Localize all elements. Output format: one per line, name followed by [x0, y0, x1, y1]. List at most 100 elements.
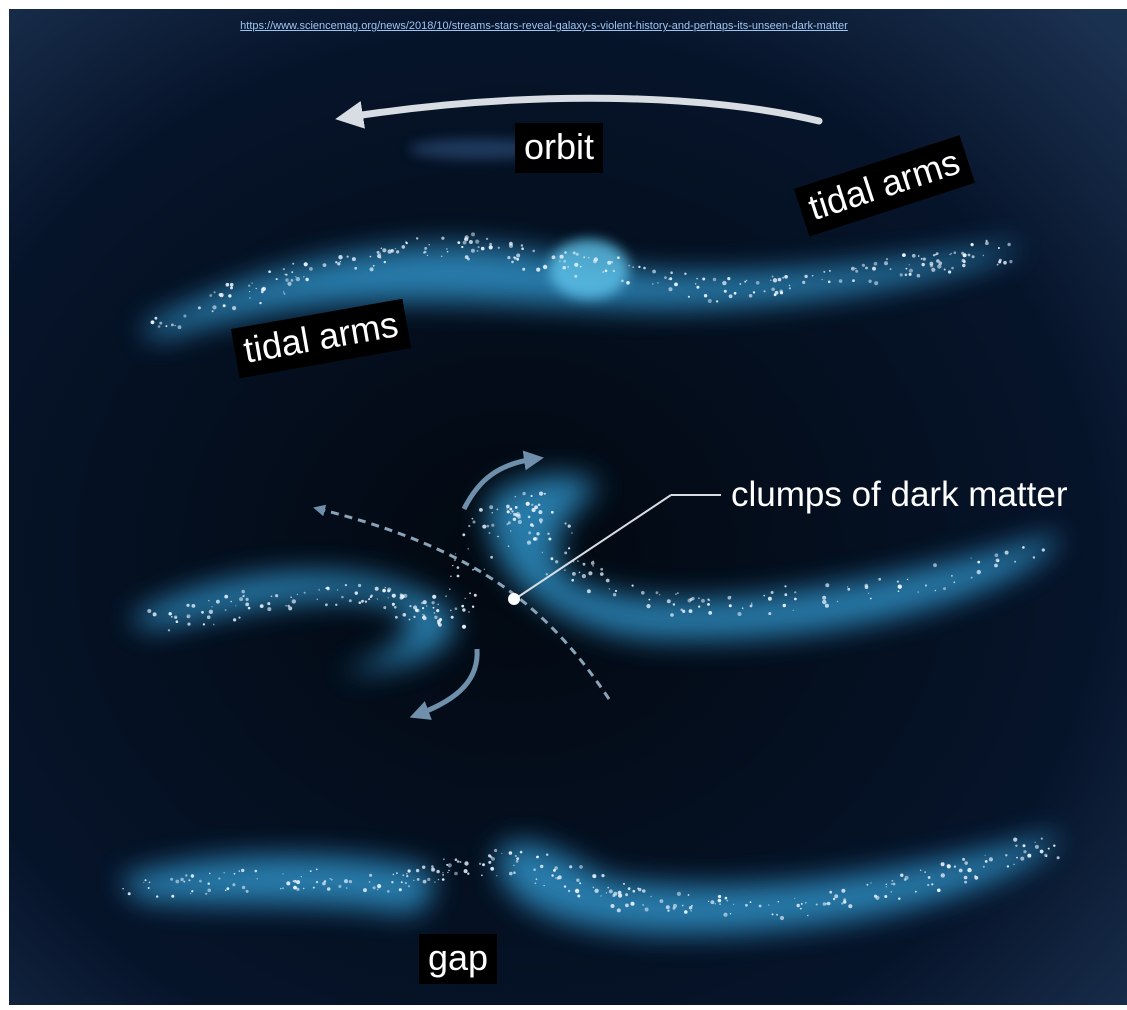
- star: [376, 888, 379, 891]
- star: [407, 885, 410, 888]
- star: [642, 889, 646, 893]
- star: [395, 615, 398, 619]
- star: [572, 251, 576, 255]
- star: [152, 612, 157, 617]
- star: [506, 523, 509, 526]
- star: [794, 897, 796, 900]
- star: [467, 548, 469, 550]
- star: [632, 889, 636, 893]
- star: [351, 257, 356, 262]
- star: [677, 592, 679, 594]
- star: [1013, 837, 1018, 842]
- star: [457, 241, 461, 245]
- star: [885, 258, 889, 261]
- source-link[interactable]: https://www.sciencemag.org/news/2018/10/…: [240, 20, 848, 32]
- star: [245, 889, 249, 893]
- star: [539, 491, 544, 496]
- star: [170, 877, 174, 881]
- star: [396, 872, 398, 874]
- star: [369, 267, 374, 272]
- star: [621, 279, 624, 283]
- star: [512, 517, 517, 521]
- star: [472, 568, 474, 571]
- star: [962, 857, 966, 861]
- star: [489, 242, 492, 246]
- star: [147, 887, 150, 889]
- star: [664, 276, 667, 279]
- star: [377, 884, 382, 889]
- star: [208, 872, 211, 875]
- star: [588, 257, 590, 259]
- star: [784, 593, 788, 597]
- star: [937, 264, 942, 269]
- star: [701, 598, 705, 603]
- star: [346, 887, 348, 889]
- star: [763, 594, 765, 597]
- dark-matter-clump: [508, 593, 520, 605]
- star: [534, 882, 537, 885]
- star: [286, 881, 291, 886]
- star: [456, 566, 460, 569]
- star: [481, 874, 483, 877]
- star: [467, 872, 470, 875]
- star: [450, 615, 454, 619]
- star: [904, 273, 908, 277]
- dark-matter-pointer: [508, 494, 721, 605]
- star: [531, 503, 534, 506]
- star: [890, 891, 893, 893]
- star: [650, 895, 652, 898]
- star: [449, 609, 452, 612]
- star: [659, 899, 664, 903]
- star: [282, 887, 284, 890]
- star: [424, 246, 428, 250]
- star: [970, 557, 972, 559]
- star: [486, 524, 490, 528]
- star: [235, 605, 237, 607]
- star: [804, 274, 808, 279]
- star: [520, 244, 524, 247]
- star: [897, 590, 900, 592]
- star: [579, 882, 582, 885]
- star: [521, 247, 524, 250]
- star: [848, 904, 853, 909]
- star: [514, 496, 516, 498]
- star: [479, 508, 483, 512]
- star: [689, 597, 693, 602]
- star: [150, 320, 155, 325]
- star: [643, 266, 646, 270]
- star: [1023, 850, 1027, 854]
- star: [443, 858, 445, 861]
- star: [861, 263, 866, 267]
- star: [825, 583, 830, 588]
- star: [329, 877, 332, 880]
- star: [963, 875, 968, 880]
- star: [688, 906, 693, 910]
- star: [538, 518, 543, 523]
- star: [891, 880, 894, 882]
- star: [638, 265, 641, 269]
- star: [501, 852, 503, 855]
- star: [884, 895, 888, 898]
- star: [811, 274, 814, 277]
- star: [148, 881, 151, 884]
- star: [285, 278, 289, 282]
- star: [506, 510, 510, 514]
- star: [440, 255, 443, 258]
- star: [873, 894, 878, 898]
- star: [719, 903, 721, 905]
- star: [413, 879, 415, 881]
- star: [315, 880, 319, 884]
- star: [335, 603, 338, 606]
- star: [525, 501, 530, 506]
- star: [970, 243, 974, 247]
- star: [275, 594, 279, 598]
- star: [953, 865, 957, 868]
- star: [548, 537, 552, 541]
- star: [847, 587, 851, 591]
- star: [437, 603, 440, 606]
- gap-label: gap: [419, 934, 498, 984]
- star: [815, 903, 818, 906]
- star: [212, 305, 217, 310]
- star: [290, 279, 294, 282]
- star: [516, 257, 520, 261]
